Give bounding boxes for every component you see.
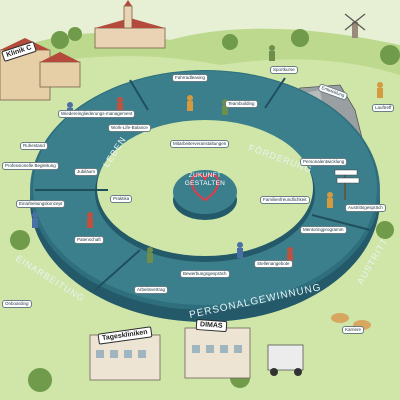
tag-patenschaft: Patenschaft — [74, 236, 104, 244]
tag-lauftreff: Lauftreff — [372, 104, 395, 112]
tag-wiedereingliederung: Wiedereingliederungs-management — [58, 110, 136, 118]
tag-professionelle-begleitung: Professionelle Begleitung — [2, 162, 59, 170]
tag-austrittsgespraech: Austrittsgespräch — [345, 204, 386, 212]
center-title: ZUKUNFT GESTALTEN — [180, 172, 230, 188]
tag-sportkurse: Sportkurse — [270, 66, 298, 74]
tag-onboarding: Onboarding — [2, 300, 32, 308]
tag-personalentwicklung: Personalentwicklung — [300, 158, 348, 166]
golf-cart — [267, 344, 304, 376]
tag-jubilaeum: Jubiläum — [74, 168, 99, 176]
signpost — [334, 169, 360, 200]
tag-work-life-balance: Work-Life-Balance — [108, 124, 151, 132]
tag-familienfreundlichkeit: Familienfreundlichkeit — [260, 196, 310, 204]
center-line2: GESTALTEN — [184, 180, 226, 187]
tag-arbeitsvertrag: Arbeitsvertrag — [134, 286, 169, 294]
heart-icon — [190, 173, 220, 202]
tag-mitarbeiterveranstaltungen: Mitarbeiterveranstaltungen — [170, 140, 230, 148]
tag-bewerbungsgespraech: Bewerbungsgespräch — [180, 270, 230, 278]
dimas-sign: DIMAS — [195, 318, 227, 333]
people-figures — [32, 45, 383, 263]
tag-mentoringprogramm: Mentoringprogramm — [300, 226, 347, 234]
tag-fahrradleasing: Fahrradleasing — [172, 74, 209, 82]
abbey-building — [94, 0, 166, 49]
tag-einarbeitungskonzept: Einarbeitungskonzept — [16, 200, 66, 208]
dimas-building — [184, 327, 251, 379]
tag-ruhestand: Ruhestand — [20, 142, 48, 150]
windmill — [344, 13, 366, 38]
tag-stellenangebote: Stellenangebote — [254, 260, 293, 268]
tag-praktika: Praktika — [110, 195, 133, 203]
tag-teambuilding: Teambuilding — [225, 100, 258, 108]
tag-karriere: Karriere — [342, 326, 365, 334]
center-line1: ZUKUNFT — [188, 172, 222, 179]
